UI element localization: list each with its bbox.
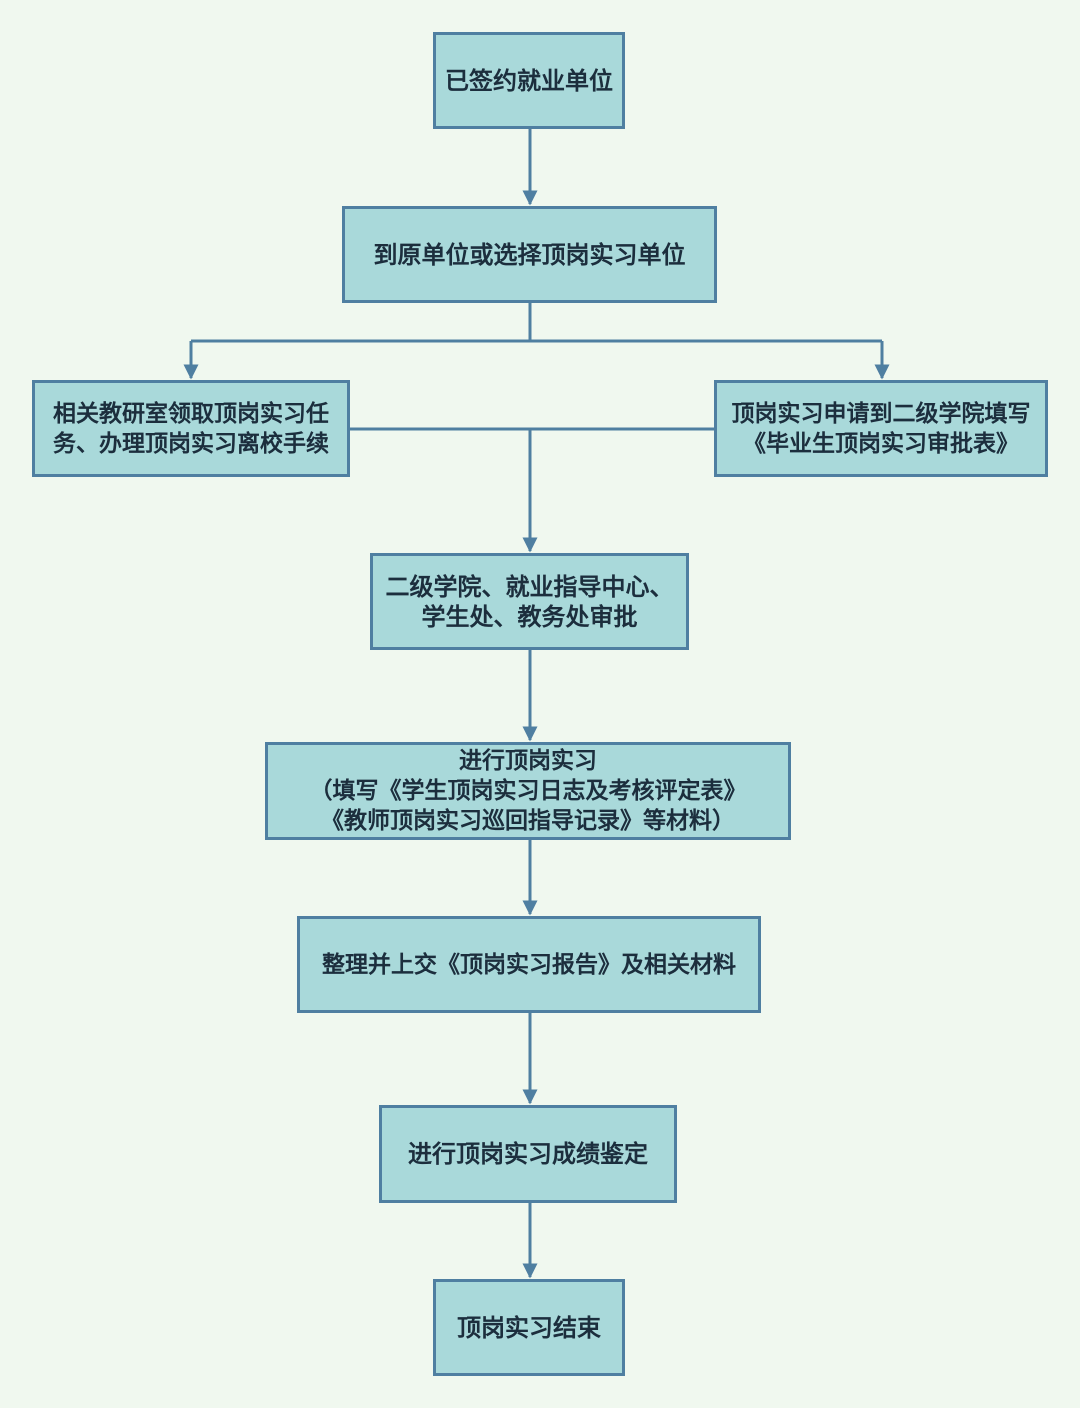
node-grade-evaluation-line-1: 进行顶岗实习成绩鉴定 [408, 1140, 648, 1168]
node-internship-end: 顶岗实习结束 [433, 1279, 625, 1376]
node-approval-line-1: 二级学院、就业指导中心、 [385, 572, 674, 601]
node-internship-application-line-2: 《毕业生顶岗实习审批表》 [743, 430, 1019, 457]
node-internship-application: 顶岗实习申请到二级学院填写 《毕业生顶岗实习审批表》 [714, 380, 1048, 477]
node-submit-report-line-1: 整理并上交《顶岗实习报告》及相关材料 [322, 951, 736, 978]
node-choose-internship-unit: 到原单位或选择顶岗实习单位 [342, 206, 717, 303]
node-approval: 二级学院、就业指导中心、 学生处、教务处审批 [370, 553, 689, 650]
node-internship-application-line-1: 顶岗实习申请到二级学院填写 [731, 400, 1031, 427]
node-signed-employment-line-1: 已签约就业单位 [445, 66, 613, 95]
node-conduct-internship-line-3: 《教师顶岗实习巡回指导记录》等材料） [321, 808, 735, 834]
node-choose-internship-unit-line-1: 到原单位或选择顶岗实习单位 [373, 240, 686, 269]
node-conduct-internship-line-1: 进行顶岗实习 [459, 748, 597, 774]
node-internship-end-line-1: 顶岗实习结束 [457, 1313, 601, 1342]
node-conduct-internship-line-2: （填写《学生顶岗实习日志及考核评定表》 [309, 778, 747, 804]
node-teaching-office-tasks: 相关教研室领取顶岗实习任 务、办理顶岗实习离校手续 [32, 380, 350, 477]
node-grade-evaluation: 进行顶岗实习成绩鉴定 [379, 1105, 677, 1203]
node-approval-line-2: 学生处、教务处审批 [421, 602, 638, 631]
node-submit-report: 整理并上交《顶岗实习报告》及相关材料 [297, 916, 761, 1013]
node-conduct-internship: 进行顶岗实习 （填写《学生顶岗实习日志及考核评定表》 《教师顶岗实习巡回指导记录… [265, 742, 791, 840]
node-teaching-office-tasks-line-2: 务、办理顶岗实习离校手续 [53, 430, 329, 457]
node-teaching-office-tasks-line-1: 相关教研室领取顶岗实习任 [53, 400, 329, 427]
node-signed-employment: 已签约就业单位 [433, 32, 625, 129]
